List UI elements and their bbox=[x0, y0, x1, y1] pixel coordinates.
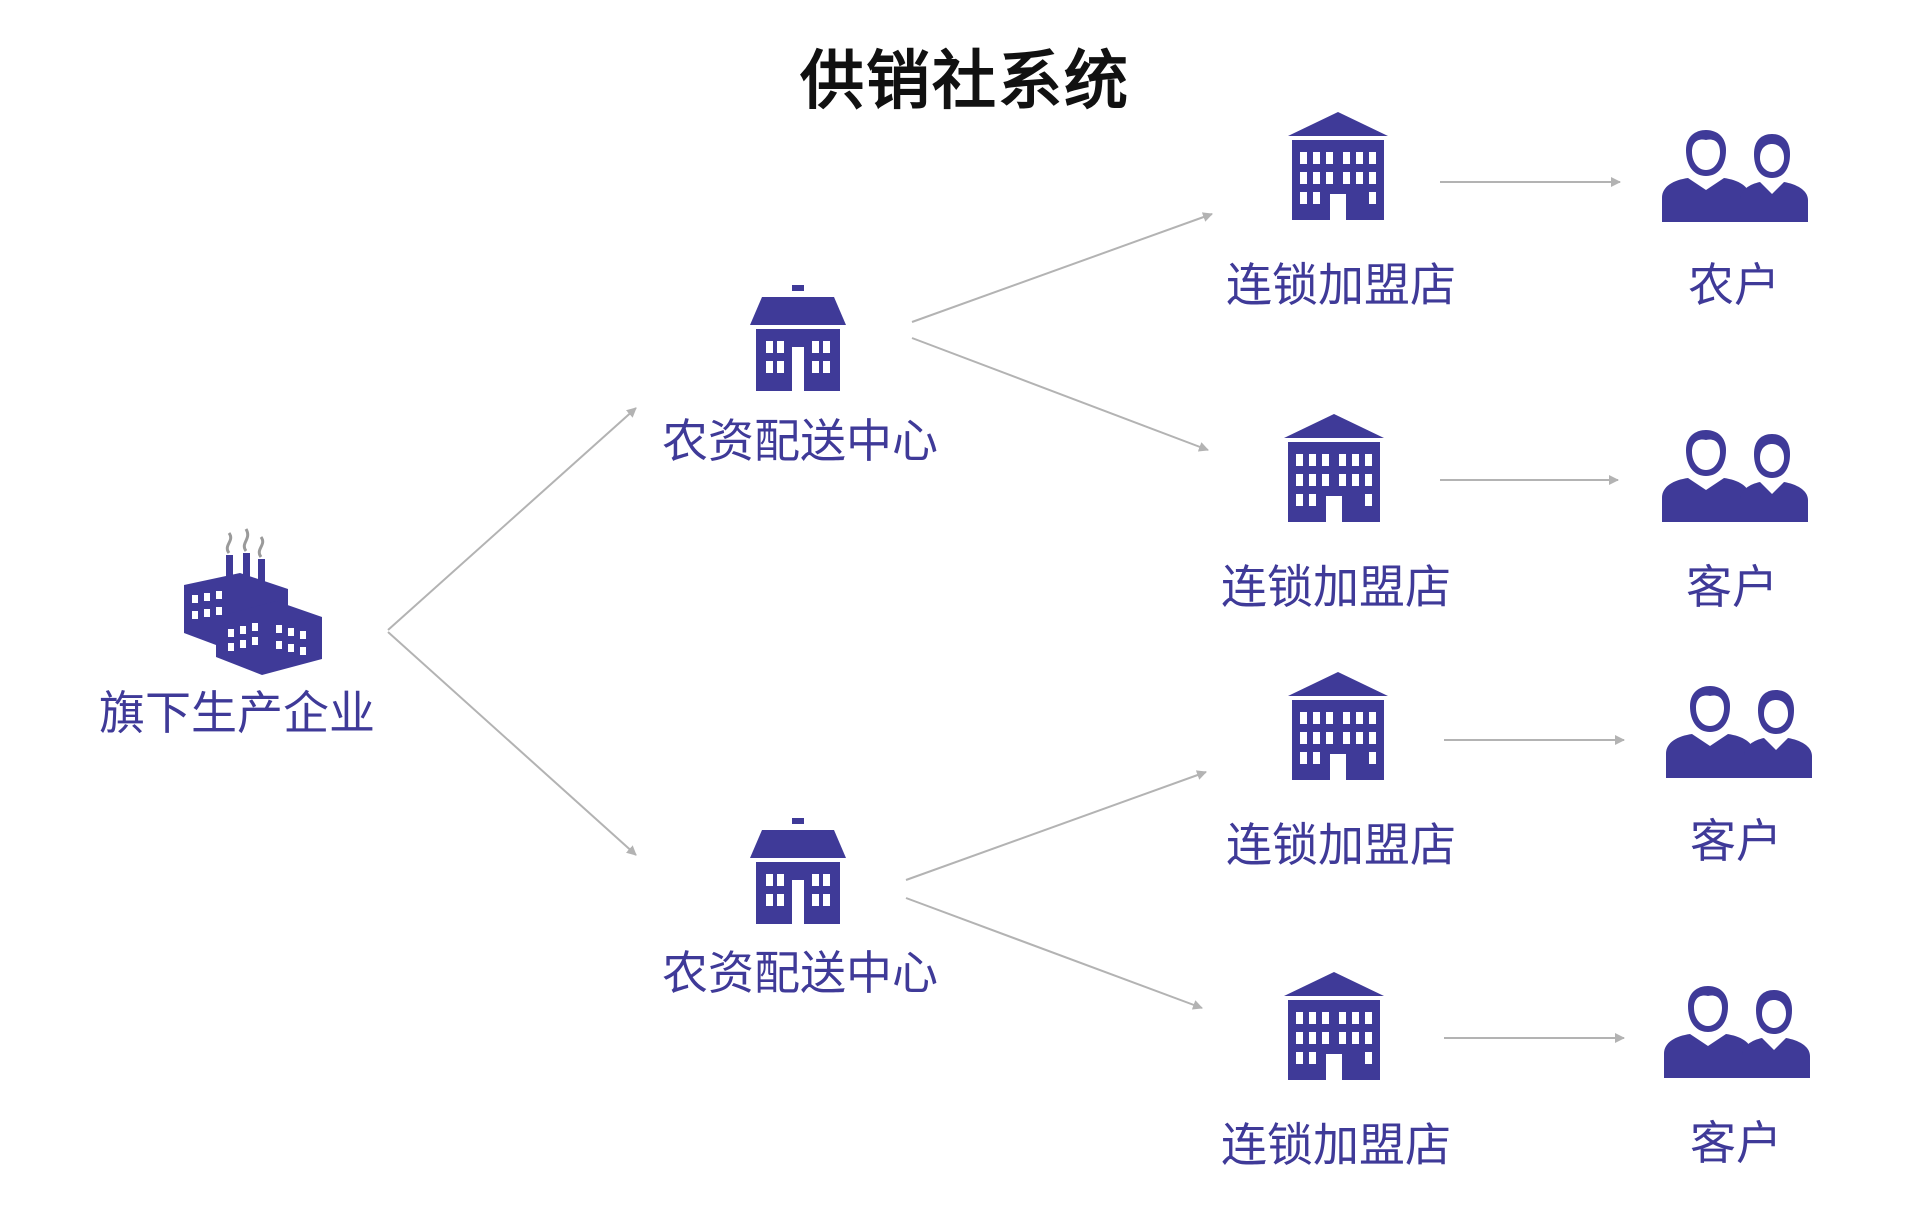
store-label: 连锁加盟店 bbox=[1221, 560, 1451, 614]
factory-icon bbox=[180, 525, 325, 675]
store-label: 连锁加盟店 bbox=[1221, 1118, 1451, 1172]
office-building-icon bbox=[1288, 672, 1388, 780]
producer-label: 旗下生产企业 bbox=[99, 686, 375, 740]
arrow-center-1-to-store-2 bbox=[911, 337, 1209, 452]
page-title: 供销社系统 bbox=[800, 44, 1130, 119]
people-icon bbox=[1664, 984, 1810, 1078]
customer-label: 农户 bbox=[1688, 258, 1780, 312]
people-icon bbox=[1662, 128, 1808, 222]
distribution-center-label: 农资配送中心 bbox=[662, 414, 938, 468]
store-label: 连锁加盟店 bbox=[1226, 258, 1456, 312]
distribution-center-label: 农资配送中心 bbox=[662, 946, 938, 1000]
people-icon bbox=[1666, 684, 1812, 778]
arrow-center-2-to-store-3 bbox=[905, 770, 1207, 881]
office-building-icon bbox=[1284, 972, 1384, 1080]
customer-label: 客户 bbox=[1690, 1116, 1782, 1170]
office-building-icon bbox=[1284, 414, 1384, 522]
store-label: 连锁加盟店 bbox=[1226, 818, 1456, 872]
office-building-icon bbox=[1288, 112, 1388, 220]
building-icon bbox=[748, 285, 848, 391]
customer-label: 客户 bbox=[1686, 560, 1778, 614]
arrow-center-1-to-store-1 bbox=[911, 212, 1213, 323]
arrow-center-2-to-store-4 bbox=[905, 897, 1203, 1010]
customer-label: 客户 bbox=[1690, 814, 1782, 868]
people-icon bbox=[1662, 428, 1808, 522]
arrow-producer-to-center-2 bbox=[387, 631, 637, 856]
building-icon bbox=[748, 818, 848, 924]
arrow-producer-to-center-1 bbox=[387, 407, 637, 631]
